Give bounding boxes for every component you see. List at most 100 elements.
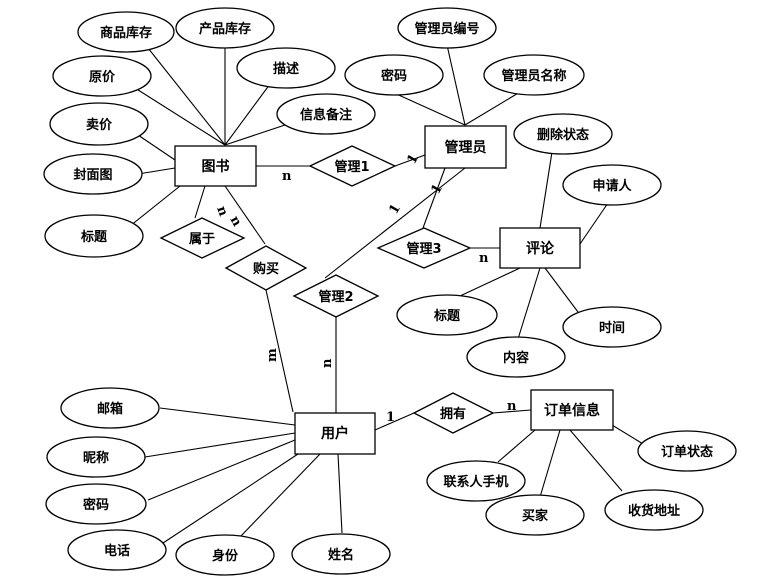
edge-user-own: [374, 412, 415, 431]
attr-user-phone: 电话: [67, 529, 167, 571]
attr-order-address-label: 收货地址: [628, 503, 680, 519]
attr-order-address: 收货地址: [604, 489, 704, 531]
card-user-purchase: m: [265, 348, 280, 362]
entity-book-label: 图书: [202, 158, 230, 175]
attr-comment-title-label: 标题: [433, 308, 461, 324]
attr-order-status: 订单状态: [637, 430, 737, 472]
edge-admin-manage3: [422, 167, 446, 229]
attr-user-email: 邮箱: [60, 387, 160, 429]
edge-order-address: [569, 429, 623, 492]
attr-book-goods-stock-label: 商品库存: [100, 25, 152, 41]
attr-book-desc: 描述: [236, 47, 336, 89]
attr-order-contact-phone-label: 联系人手机: [443, 474, 508, 490]
attr-user-nickname-label: 昵称: [83, 450, 109, 466]
card-book-belong: n: [213, 204, 231, 219]
attr-admin-name: 管理员名称: [483, 54, 585, 96]
relation-manage2-label: 管理2: [318, 289, 353, 305]
attr-admin-password: 密码: [344, 54, 444, 96]
edge-admin-name: [464, 91, 521, 126]
edge-user-password: [147, 439, 296, 501]
edge-comment-applicant: [579, 202, 609, 245]
attr-book-original-price-label: 原价: [89, 70, 116, 85]
edge-book-price: [137, 134, 176, 161]
relation-manage1-label: 管理1: [334, 159, 369, 175]
relation-own: 拥有: [412, 392, 495, 434]
edge-book-original-price: [134, 87, 226, 146]
attr-comment-time-label: 时间: [599, 320, 625, 336]
attr-comment-content: 内容: [466, 336, 566, 378]
edge-order-buyer: [539, 429, 561, 498]
attr-book-title: 标题: [44, 214, 144, 258]
attr-comment-delete-status-label: 删除状态: [537, 127, 589, 143]
relation-manage3-label: 管理3: [406, 241, 441, 257]
attr-book-note: 信息备注: [276, 93, 376, 135]
attr-comment-applicant-label: 申请人: [592, 178, 632, 194]
entity-user-label: 用户: [321, 425, 349, 442]
attr-user-nickname: 昵称: [46, 436, 146, 478]
relation-manage2: 管理2: [292, 274, 380, 318]
edge-book-desc: [224, 83, 271, 146]
entity-order-label: 订单信息: [544, 402, 600, 419]
attr-user-name: 姓名: [291, 533, 391, 575]
entity-book: 图书: [174, 145, 257, 187]
card-order-own: n: [507, 399, 517, 414]
attr-book-note-label: 信息备注: [300, 107, 352, 123]
relation-manage1: 管理1: [308, 145, 397, 187]
attr-user-identity: 身份: [175, 534, 275, 576]
attr-book-goods-stock: 商品库存: [77, 11, 175, 53]
attr-admin-id: 管理员编号: [397, 7, 497, 49]
attr-comment-time: 时间: [562, 306, 662, 348]
card-book-manage1: n: [282, 169, 292, 184]
attr-comment-delete-status: 删除状态: [513, 113, 613, 155]
edge-user-identity: [239, 453, 321, 538]
entity-order: 订单信息: [530, 389, 614, 431]
attr-comment-title: 标题: [396, 294, 498, 336]
relation-purchase: 购买: [224, 245, 308, 291]
attr-book-desc-label: 描述: [273, 61, 299, 77]
attr-user-name-label: 姓名: [327, 547, 354, 563]
edge-user-name: [337, 453, 343, 534]
edge-manage1-admin: [394, 154, 426, 167]
edge-book-belong: [194, 185, 206, 219]
attr-order-buyer-label: 买家: [522, 508, 549, 524]
edge-book-note: [224, 124, 286, 146]
attr-admin-name-label: 管理员名称: [501, 68, 566, 84]
attr-order-status-label: 订单状态: [661, 444, 713, 460]
attr-order-contact-phone: 联系人手机: [426, 460, 526, 502]
entity-admin: 管理员: [424, 125, 507, 169]
card-comment-manage3: n: [479, 251, 489, 266]
edge-own-order: [492, 409, 532, 414]
attr-book-original-price: 原价: [52, 55, 152, 97]
attr-admin-id-label: 管理员编号: [414, 21, 479, 37]
attr-user-password: 密码: [45, 483, 147, 525]
edges: [124, 44, 649, 546]
attr-book-product-stock-label: 产品库存: [199, 21, 251, 37]
edge-comment-title: [459, 267, 521, 297]
edge-comment-content: [517, 267, 541, 340]
relation-purchase-label: 购买: [253, 261, 279, 277]
entity-admin-label: 管理员: [445, 139, 487, 156]
edge-comment-time: [544, 267, 579, 313]
attr-user-identity-label: 身份: [212, 548, 239, 564]
attr-order-buyer: 买家: [485, 494, 585, 536]
relation-manage3: 管理3: [376, 227, 472, 269]
entity-comment-label: 评论: [526, 240, 555, 257]
relation-belong: 属于: [159, 217, 246, 259]
edge-book-goods-stock: [147, 47, 226, 146]
edge-order-contact-phone: [497, 429, 536, 463]
entity-comment: 评论: [499, 227, 581, 269]
attr-user-phone-label: 电话: [104, 543, 130, 559]
attr-user-password-label: 密码: [82, 497, 109, 513]
cardinalities: n 1 1 1 n n n n m 1 n: [213, 152, 517, 425]
relation-belong-label: 属于: [189, 232, 215, 247]
attr-book-title-label: 标题: [80, 229, 108, 245]
attr-user-email-label: 邮箱: [97, 401, 123, 417]
card-book-purchase: n: [227, 214, 245, 230]
card-admin-manage2: 1: [386, 202, 404, 217]
attr-comment-applicant: 申请人: [562, 164, 662, 206]
attr-book-cover: 封面图: [43, 153, 143, 195]
card-user-own: 1: [386, 410, 395, 425]
edge-admin-password: [391, 91, 466, 126]
